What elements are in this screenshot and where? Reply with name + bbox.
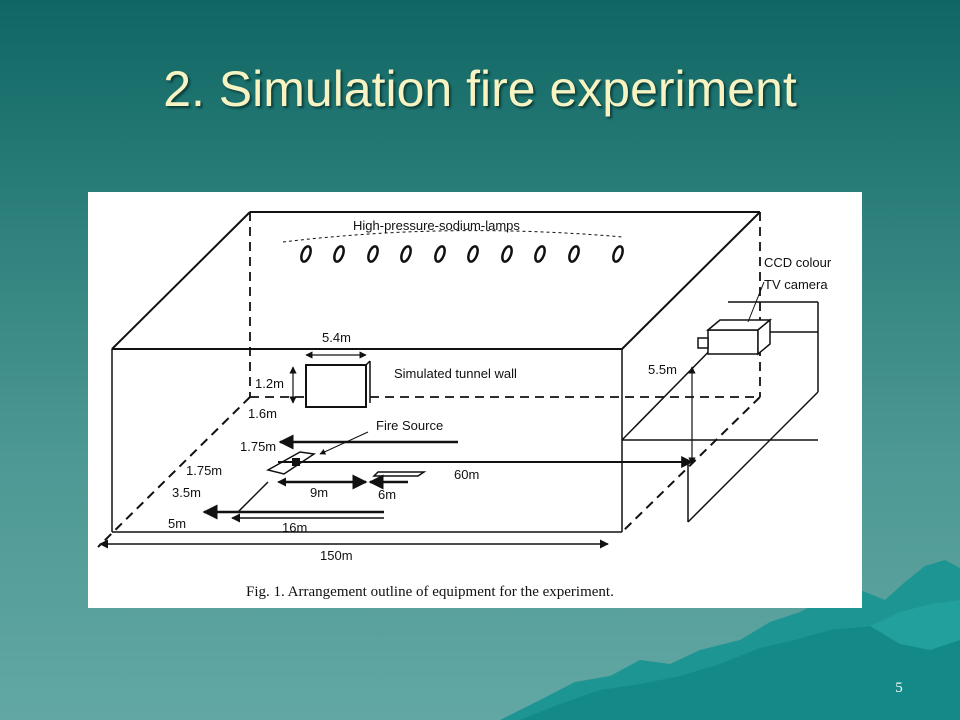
tunnel-box-outline [97, 211, 761, 548]
dim-wall-offset: 1.6m [248, 406, 277, 421]
tv-camera [697, 281, 773, 356]
dim-16: 16m [282, 520, 307, 535]
dim-5: 5m [168, 516, 186, 531]
fire-source-label: Fire Source [376, 418, 443, 433]
dim-35: 3.5m [172, 485, 201, 500]
wall-label: Simulated tunnel wall [394, 366, 517, 381]
dim-wall-height: 1.2m [255, 376, 284, 391]
page-number: 5 [895, 680, 903, 696]
dim-wall-width: 5.4m [322, 330, 351, 345]
slide-title: 2. Simulation fire experiment [163, 61, 797, 117]
dim-camera-height: 5.5m [648, 362, 677, 377]
dim-9: 9m [310, 485, 328, 500]
dim-6: 6m [378, 487, 396, 502]
lamp-array [282, 230, 624, 263]
simulated-tunnel-wall [305, 360, 371, 408]
dim-175-lower: 1.75m [186, 463, 222, 478]
dim-60: 60m [454, 467, 479, 482]
figure-caption: Fig. 1. Arrangement outline of equipment… [246, 584, 614, 600]
dim-150: 150m [320, 548, 353, 563]
dim-175-upper: 1.75m [240, 439, 276, 454]
camera-label-line2: TV camera [764, 277, 828, 292]
lamps-label: High-pressure-sodium-lamps [353, 218, 520, 233]
figure-panel: High-pressure-sodium-lamps CCD colour TV… [88, 192, 862, 608]
fire-source [265, 431, 458, 475]
tunnel-experiment-diagram: High-pressure-sodium-lamps CCD colour TV… [97, 211, 832, 600]
camera-label-line1: CCD colour [764, 255, 832, 270]
